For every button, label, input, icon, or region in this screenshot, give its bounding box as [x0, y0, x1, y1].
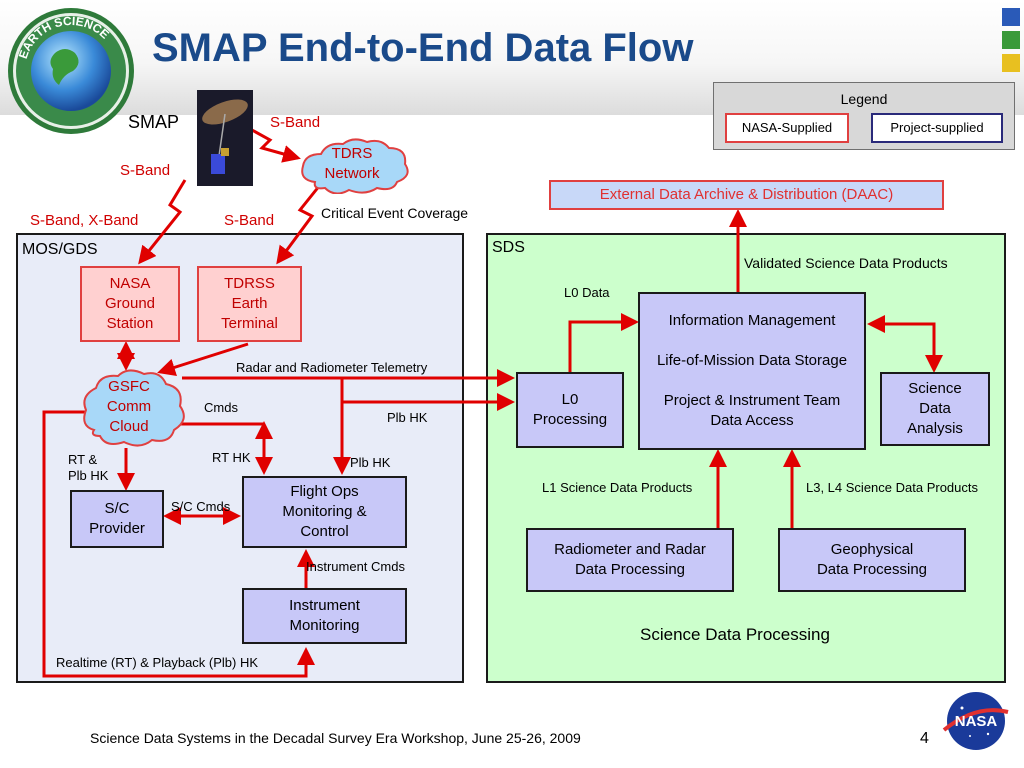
instrument-monitoring-label: Instrument Monitoring: [289, 597, 360, 634]
gsfc-comm-cloud-label: GSFC Comm Cloud: [106, 378, 152, 435]
sband-tdrs-label: S-Band: [224, 212, 275, 229]
smap-label: SMAP: [128, 112, 180, 132]
sband-top-label: S-Band: [270, 114, 321, 131]
realtime-playback-label: Realtime (RT) & Playback (Plb) HK: [56, 655, 259, 670]
information-management-label: Information Management Life-of-Mission D…: [656, 312, 848, 429]
tdrs-network-label: TDRS Network: [324, 145, 380, 182]
l1-products-label: L1 Science Data Products: [542, 480, 693, 495]
sc-cmds-label: S/C Cmds: [171, 499, 231, 514]
radiometer-radar-box[interactable]: Radiometer and Radar Data Processing: [526, 528, 734, 592]
science-data-analysis-box[interactable]: Science Data Analysis: [880, 372, 990, 446]
validated-products-label: Validated Science Data Products: [744, 255, 948, 271]
page-number: 4: [920, 730, 929, 747]
tdrs-cloud-shape: [301, 138, 409, 194]
tdrss-earth-terminal-box[interactable]: TDRSS Earth Terminal: [197, 266, 302, 342]
lightning-smap-ground: [138, 179, 187, 265]
l0-data-label: L0 Data: [564, 285, 610, 300]
flight-ops-box[interactable]: Flight Ops Monitoring & Control: [242, 476, 407, 548]
sband-left-label: S-Band: [120, 162, 171, 179]
decorative-squares: [1002, 8, 1020, 77]
arrow-l0-data: [568, 313, 639, 372]
legend: Legend NASA-Supplied Project-supplied: [713, 82, 1015, 150]
sc-provider-box[interactable]: S/C Provider: [70, 490, 164, 548]
gsfc-comm-cloud-box[interactable]: GSFC Comm Cloud: [88, 374, 170, 440]
cmds-label: Cmds: [204, 400, 238, 415]
rt-plb-hk-label: RT & Plb HK: [68, 452, 109, 483]
sds-label: SDS: [492, 239, 525, 256]
arrow-realtime-loop: [42, 410, 315, 678]
legend-title: Legend: [840, 91, 888, 107]
nasa-meatball-logo-icon: NASA: [942, 692, 1009, 750]
daac-label: External Data Archive & Distribution (DA…: [599, 186, 894, 203]
information-management-box[interactable]: Information Management Life-of-Mission D…: [638, 292, 866, 450]
legend-nasa-supplied: NASA-Supplied: [725, 113, 849, 143]
slide-footer: Science Data Systems in the Decadal Surv…: [90, 730, 581, 746]
nasa-ground-station-box[interactable]: NASA Ground Station: [80, 266, 180, 342]
nasa-ground-station-label: NASA Ground Station: [104, 275, 156, 332]
arrow-terminal-cloud: [157, 342, 249, 377]
gsfc-cloud-shape: [83, 369, 185, 447]
telemetry-label: Radar and Radiometer Telemetry: [236, 360, 428, 375]
lightning-smap-tdrs: [251, 128, 301, 163]
geophysical-box[interactable]: Geophysical Data Processing: [778, 528, 966, 592]
geophysical-label: Geophysical Data Processing: [816, 541, 928, 578]
instrument-monitoring-box[interactable]: Instrument Monitoring: [242, 588, 407, 644]
mos-gds-label: MOS/GDS: [22, 241, 98, 258]
arrow-analysis: [867, 315, 943, 373]
slide-title: SMAP End-to-End Data Flow: [152, 26, 694, 70]
l0-processing-box[interactable]: L0 Processing: [516, 372, 624, 448]
tdrss-earth-terminal-label: TDRSS Earth Terminal: [221, 275, 278, 332]
plb-hk-label-2: Plb HK: [350, 455, 391, 470]
instrument-cmds-label: Instrument Cmds: [306, 559, 405, 574]
smap-satellite-icon: [197, 90, 253, 186]
lightning-tdrs-terminal: [276, 184, 322, 265]
legend-project-supplied: Project-supplied: [871, 113, 1003, 143]
science-data-processing-label: Science Data Processing: [640, 625, 830, 644]
rt-hk-label: RT HK: [212, 450, 251, 465]
earth-science-logo-icon: EARTH SCIENCE: [8, 8, 134, 134]
l3-l4-products-label: L3, L4 Science Data Products: [806, 480, 978, 495]
flight-ops-label: Flight Ops Monitoring & Control: [282, 483, 367, 540]
daac-box[interactable]: External Data Archive & Distribution (DA…: [549, 180, 944, 210]
science-data-analysis-label: Science Data Analysis: [907, 380, 963, 437]
critical-event-label: Critical Event Coverage: [321, 205, 469, 221]
l0-processing-label: L0 Processing: [532, 391, 608, 428]
svg-text:NASA: NASA: [955, 713, 998, 730]
sc-provider-label: S/C Provider: [89, 500, 145, 537]
plb-hk-label-1: Plb HK: [387, 410, 428, 425]
radiometer-radar-label: Radiometer and Radar Data Processing: [554, 541, 706, 578]
sband-xband-label: S-Band, X-Band: [30, 212, 139, 229]
